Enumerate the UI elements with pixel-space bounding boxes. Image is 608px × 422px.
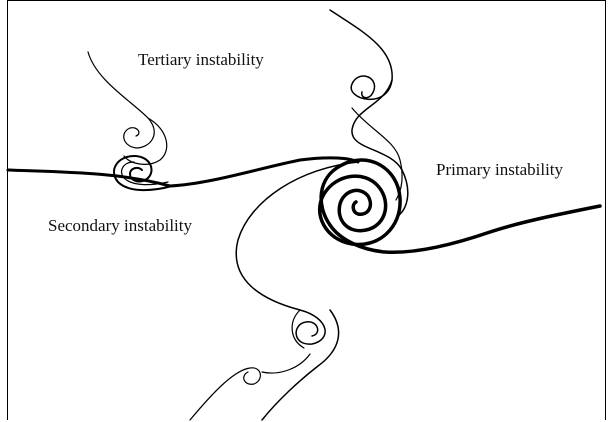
lower-braid-tail	[262, 310, 339, 420]
bottom-tertiary-spiral	[190, 368, 260, 420]
lower-braid	[236, 162, 358, 344]
secondary-instability-label: Secondary instability	[48, 216, 192, 236]
primary-vortex-spiral	[320, 160, 400, 244]
tertiary-braid-lower	[124, 118, 167, 164]
primary-shear-layer-left	[8, 158, 358, 186]
tertiary-instability-label: Tertiary instability	[138, 50, 264, 70]
upper-braid	[330, 10, 392, 99]
bottom-tertiary-tail	[262, 354, 310, 373]
primary-instability-label: Primary instability	[436, 160, 563, 180]
